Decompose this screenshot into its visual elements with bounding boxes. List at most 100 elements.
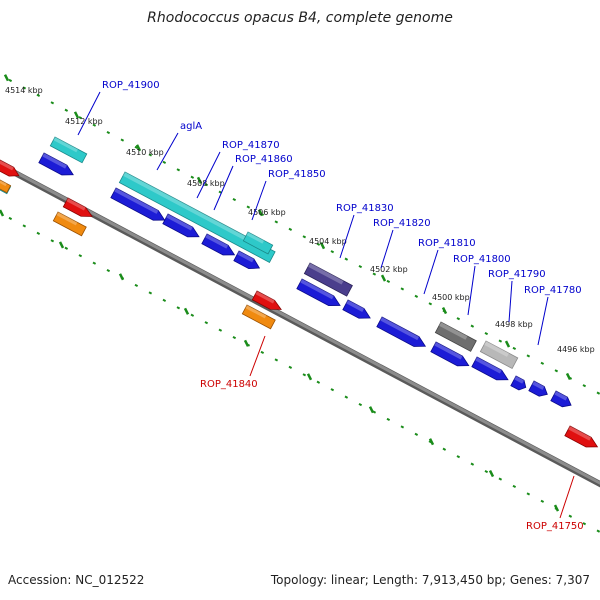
tick-label-4508kbp: 4508 kbp [187,179,225,188]
lower-scale-dot [64,246,69,250]
cds-feature-highlight [114,188,159,214]
upper-scale-dot [512,346,517,351]
major-tick [3,74,10,82]
leader-line [467,265,476,316]
gene-label: ROP_41780 [524,285,582,296]
red-feature-highlight [255,291,275,304]
cds-feature-body [162,213,200,238]
upper-scale-dot [190,175,195,179]
upper-scale-dot [330,250,335,254]
cds-feature [162,213,200,238]
cds-feature [296,278,341,307]
lower-scale-dot [568,514,573,518]
gene-label: ROP_41820 [373,218,431,229]
gene-label: ROP_41900 [102,80,160,91]
genome-summary: Topology: linear; Length: 7,913,450 bp; … [270,573,590,587]
rna-feature-highlight [53,137,78,153]
leader-line [196,151,221,199]
leader-line [423,249,439,295]
rna-feature-agla-highlight [123,172,267,251]
red-feature-rop-41750 [564,425,599,448]
leader-line [213,165,234,211]
cds-feature [550,390,572,408]
red-feature-rop-41750-highlight [568,426,592,441]
cds-feature [201,233,236,256]
accession-text: Accession: NC_012522 [8,573,145,587]
lower-scale-dot [148,291,153,295]
cds-feature [471,356,509,381]
gene-label: ROP_41790 [488,269,546,280]
lower-scale-dot [400,425,405,429]
cds-feature-highlight [166,214,193,231]
upper-scale-dot [22,86,27,90]
upper-scale-dot [316,242,321,246]
feature-rop-41830-highlight [308,263,344,285]
major-tick [565,372,572,381]
gene-label: ROP_41860 [235,154,293,165]
rna-feature-body [242,231,274,255]
major-tick [441,306,448,315]
major-tick [257,209,264,217]
red-feature-edge-body [0,159,20,177]
orange-feature-edge [0,179,12,194]
upper-scale-dot [540,361,545,365]
major-tick [196,176,203,184]
lower-scale-dot [218,328,223,332]
upper-scale-dot [232,198,237,202]
upper-scale-dot [64,108,69,112]
upper-scale-dot [204,183,209,187]
lower-scale-dot [204,321,209,325]
major-tick [504,340,511,348]
lower-major-tick [428,438,435,446]
lower-scale-dot [78,254,83,258]
upper-scale-dot [344,257,349,261]
upper-scale-dot [554,369,559,373]
lower-major-tick [368,406,375,414]
cds-feature-body [376,316,427,347]
rna-feature-agla-body [118,171,276,263]
lower-scale-dot [92,261,97,265]
lower-major-tick [488,469,495,478]
leader-line [249,335,266,377]
lower-scale-dot [484,469,489,474]
lower-scale-dot [176,306,181,310]
upper-scale-dot [8,78,13,83]
leader-line [537,296,549,346]
upper-scale-dot [498,339,503,343]
upper-scale-dot [582,384,587,388]
cds-feature-highlight [475,357,502,374]
cds-feature-body [471,356,509,381]
cds-feature-highlight [346,300,365,312]
gene-label: ROP_41810 [418,238,476,249]
red-feature-edge-highlight [0,160,14,171]
lower-major-tick [118,273,125,281]
gene-label: ROP_41850 [268,169,326,180]
cds-feature-body [510,375,527,391]
upper-scale-dot [120,138,125,142]
upper-scale-dot [456,317,461,321]
upper-scale-dot [148,153,153,157]
lower-scale-dot [274,358,279,362]
lower-scale-dot [470,462,475,466]
upper-scale-dot [92,123,97,127]
upper-scale-dot [470,324,475,328]
upper-scale-dot [358,265,363,269]
cds-feature-body [430,341,470,367]
cds-feature-body [550,390,572,408]
cds-feature-highlight [554,391,568,401]
feature-rop-41790-body [479,340,519,370]
cds-feature-body [342,299,371,319]
orange-feature-highlight [245,305,267,319]
orange-feature-body [52,211,87,237]
cds-feature-body [296,278,341,307]
tick-label-4504kbp: 4504 kbp [309,237,347,246]
gene-label: ROP_41840 [200,379,258,390]
upper-scale-dot [50,101,55,105]
red-feature [62,197,93,217]
lower-scale-dot [344,395,349,399]
upper-scale-dot [78,116,83,120]
major-tick [319,242,326,250]
lower-major-tick [183,307,190,315]
lower-scale-dot [8,216,13,221]
cds-feature [430,341,470,367]
